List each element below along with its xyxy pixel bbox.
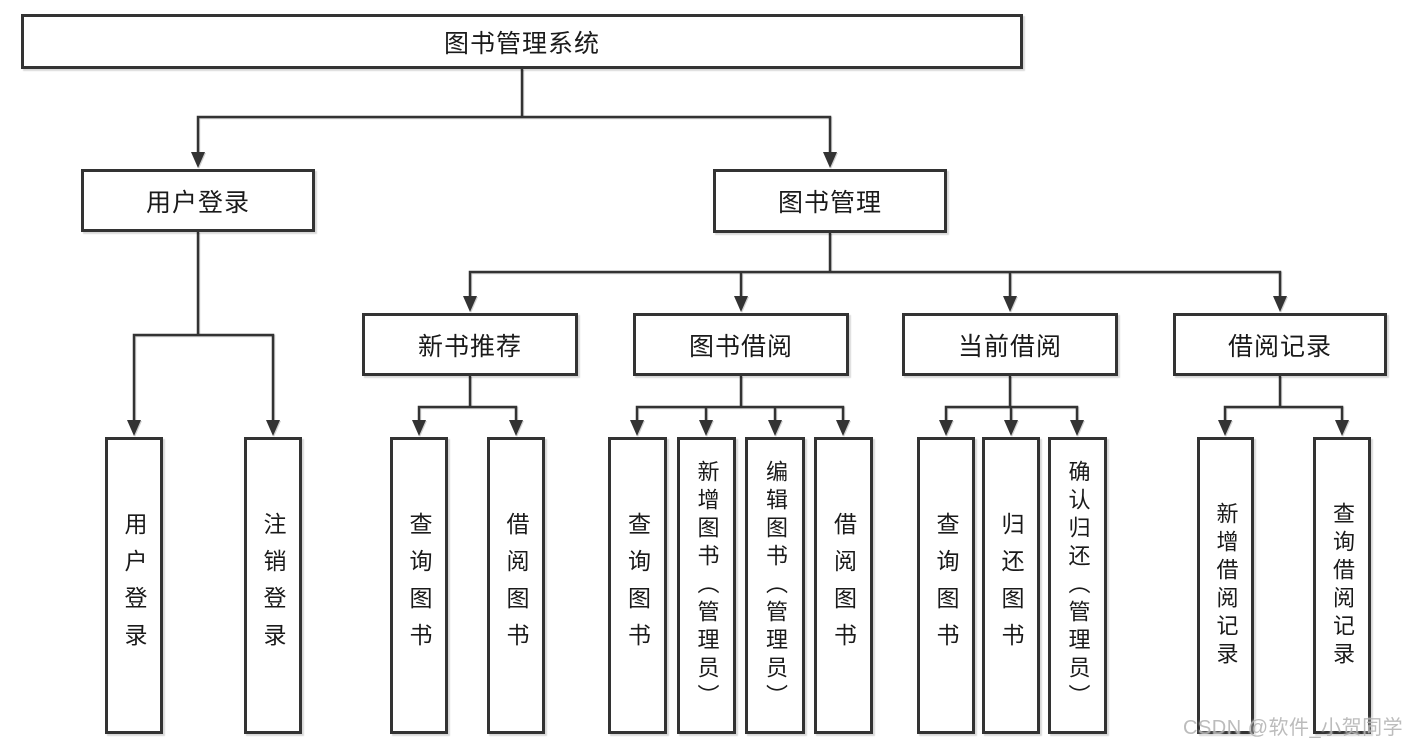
node-book-borrow: 图书借阅 — [633, 313, 849, 376]
connector-borrow-record-to-leaves — [1218, 376, 1349, 436]
leaf-recommend-query-book: 查询图书 — [390, 437, 448, 734]
leaf-borrow-add-book-admin: 新增图书（管理员） — [677, 437, 736, 734]
leaf-logout: 注销登录 — [244, 437, 302, 734]
leaf-borrow-query-book: 查询图书 — [608, 437, 667, 734]
leaf-current-confirm-return-admin: 确认归还（管理员） — [1048, 437, 1107, 734]
leaf-current-return-book: 归还图书 — [982, 437, 1040, 734]
leaf-record-add-record: 新增借阅记录 — [1197, 437, 1254, 734]
connector-current-borrow-to-leaves — [939, 376, 1084, 436]
node-user-login: 用户登录 — [81, 169, 315, 232]
leaf-user-login: 用户登录 — [105, 437, 163, 734]
leaf-current-query-book: 查询图书 — [917, 437, 975, 734]
connector-new-book-recommend-to-leaves — [412, 376, 523, 436]
node-new-book-recommend: 新书推荐 — [362, 313, 578, 376]
connector-user-login-to-leaves — [127, 232, 280, 436]
node-current-borrow: 当前借阅 — [902, 313, 1118, 376]
node-borrow-record: 借阅记录 — [1173, 313, 1387, 376]
csdn-watermark: CSDN @软件_小贺同学 — [1183, 717, 1404, 739]
connector-root-to-level2 — [191, 69, 837, 168]
leaf-borrow-borrow-book: 借阅图书 — [814, 437, 873, 734]
connector-book-borrow-to-leaves — [630, 376, 850, 436]
leaf-recommend-borrow-book: 借阅图书 — [487, 437, 545, 734]
leaf-record-query-record: 查询借阅记录 — [1313, 437, 1371, 734]
leaf-borrow-edit-book-admin: 编辑图书（管理员） — [745, 437, 805, 734]
connector-book-management-to-level3 — [463, 233, 1287, 312]
node-book-management: 图书管理 — [713, 169, 947, 233]
node-root-system: 图书管理系统 — [21, 14, 1023, 69]
